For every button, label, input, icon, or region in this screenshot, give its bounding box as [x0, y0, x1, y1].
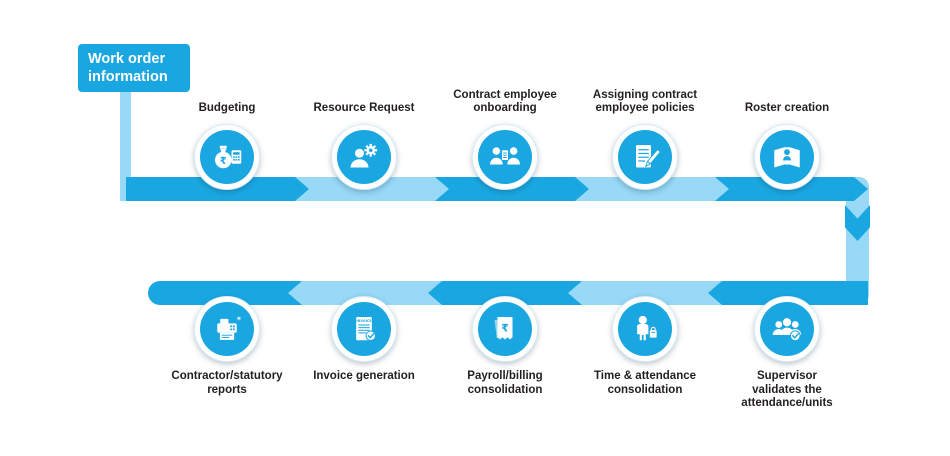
step-icon-circle: *: [194, 296, 260, 362]
step-label: Budgeting: [198, 102, 256, 115]
step-resource-request: Resource Request: [284, 68, 444, 190]
person-bag-icon: [618, 302, 672, 356]
step-label: Payroll/billing consolidation: [467, 370, 543, 396]
step-label: Resource Request: [313, 102, 415, 115]
work-order-title-box: Work order information: [78, 44, 190, 92]
money-bag-calculator-icon: ₹: [200, 130, 254, 184]
svg-text:₹: ₹: [501, 323, 508, 335]
step-icon-circle: [754, 296, 820, 362]
step-budgeting: Budgeting ₹: [147, 68, 307, 190]
right-connector-bar: [846, 177, 869, 305]
svg-text:*: *: [237, 315, 241, 324]
step-icon-circle: [612, 124, 678, 190]
report-machine-icon: *: [200, 302, 254, 356]
step-icon-circle: ₹: [194, 124, 260, 190]
map-person-icon: [760, 130, 814, 184]
svg-text:₹: ₹: [220, 156, 227, 167]
step-supervisor-validates: Supervisor validates the attendance/unit…: [707, 296, 867, 411]
step-roster-creation: Roster creation: [707, 68, 867, 190]
step-icon-circle: [331, 124, 397, 190]
step-contract-employee-onboarding: Contract employee onboarding: [425, 68, 585, 190]
step-invoice-generation: INVOICE Invoice generation: [284, 296, 444, 384]
step-icon-circle: [612, 296, 678, 362]
step-label: Contract employee onboarding: [453, 88, 557, 115]
step-icon-circle: [472, 124, 538, 190]
step-time-attendance-consolidation: Time & attendance consolidation: [565, 296, 725, 397]
employees-document-icon: [478, 130, 532, 184]
step-icon-circle: [754, 124, 820, 190]
document-pen-icon: [618, 130, 672, 184]
step-icon-circle: ₹: [472, 296, 538, 362]
svg-text:INVOICE: INVOICE: [356, 319, 372, 323]
step-assigning-policies: Assigning contract employee policies: [565, 68, 725, 190]
team-check-icon: [760, 302, 814, 356]
step-label: Contractor/statutory reports: [171, 370, 283, 396]
step-label: Roster creation: [744, 102, 830, 115]
invoice-check-icon: INVOICE: [337, 302, 391, 356]
step-payroll-billing-consolidation: ₹ Payroll/billing consolidation: [425, 296, 585, 397]
step-label: Assigning contract employee policies: [592, 88, 698, 115]
step-label: Supervisor validates the attendance/unit…: [741, 370, 833, 410]
person-gear-icon: [337, 130, 391, 184]
step-label: Invoice generation: [313, 370, 415, 382]
step-icon-circle: INVOICE: [331, 296, 397, 362]
step-contractor-statutory-reports: * Contractor/statutory reports: [147, 296, 307, 397]
rupee-receipt-icon: ₹: [478, 302, 532, 356]
left-connector-bar: [120, 80, 131, 201]
step-label: Time & attendance consolidation: [593, 370, 697, 396]
